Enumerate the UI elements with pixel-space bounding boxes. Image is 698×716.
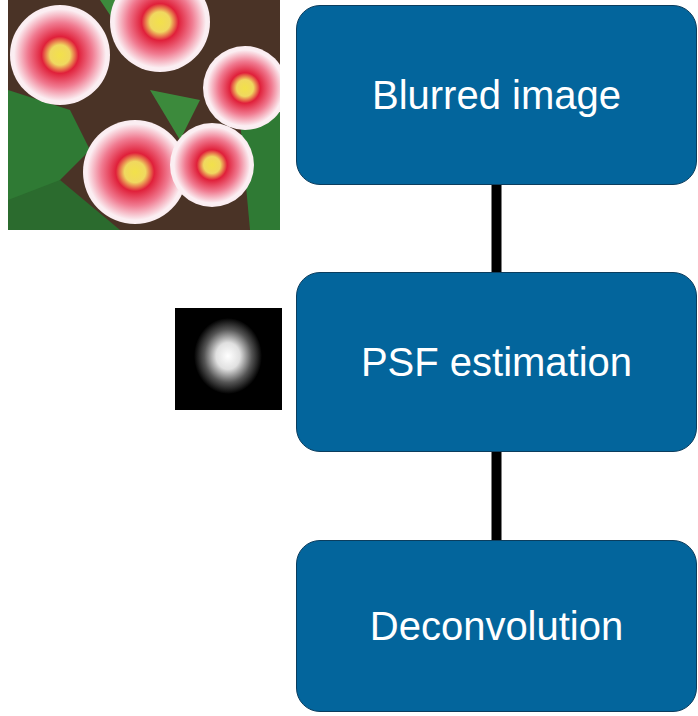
flower-photo <box>8 0 280 230</box>
process-box: Deconvolution <box>296 540 697 712</box>
process-box: Blurred image <box>296 5 697 185</box>
connector-line <box>496 452 497 540</box>
connector-line <box>496 185 497 272</box>
box-label: Deconvolution <box>370 603 624 649</box>
box-label: PSF estimation <box>361 339 632 385</box>
psf-kernel-image <box>175 308 282 410</box>
box-label: Blurred image <box>372 72 621 118</box>
process-box: PSF estimation <box>296 272 697 452</box>
